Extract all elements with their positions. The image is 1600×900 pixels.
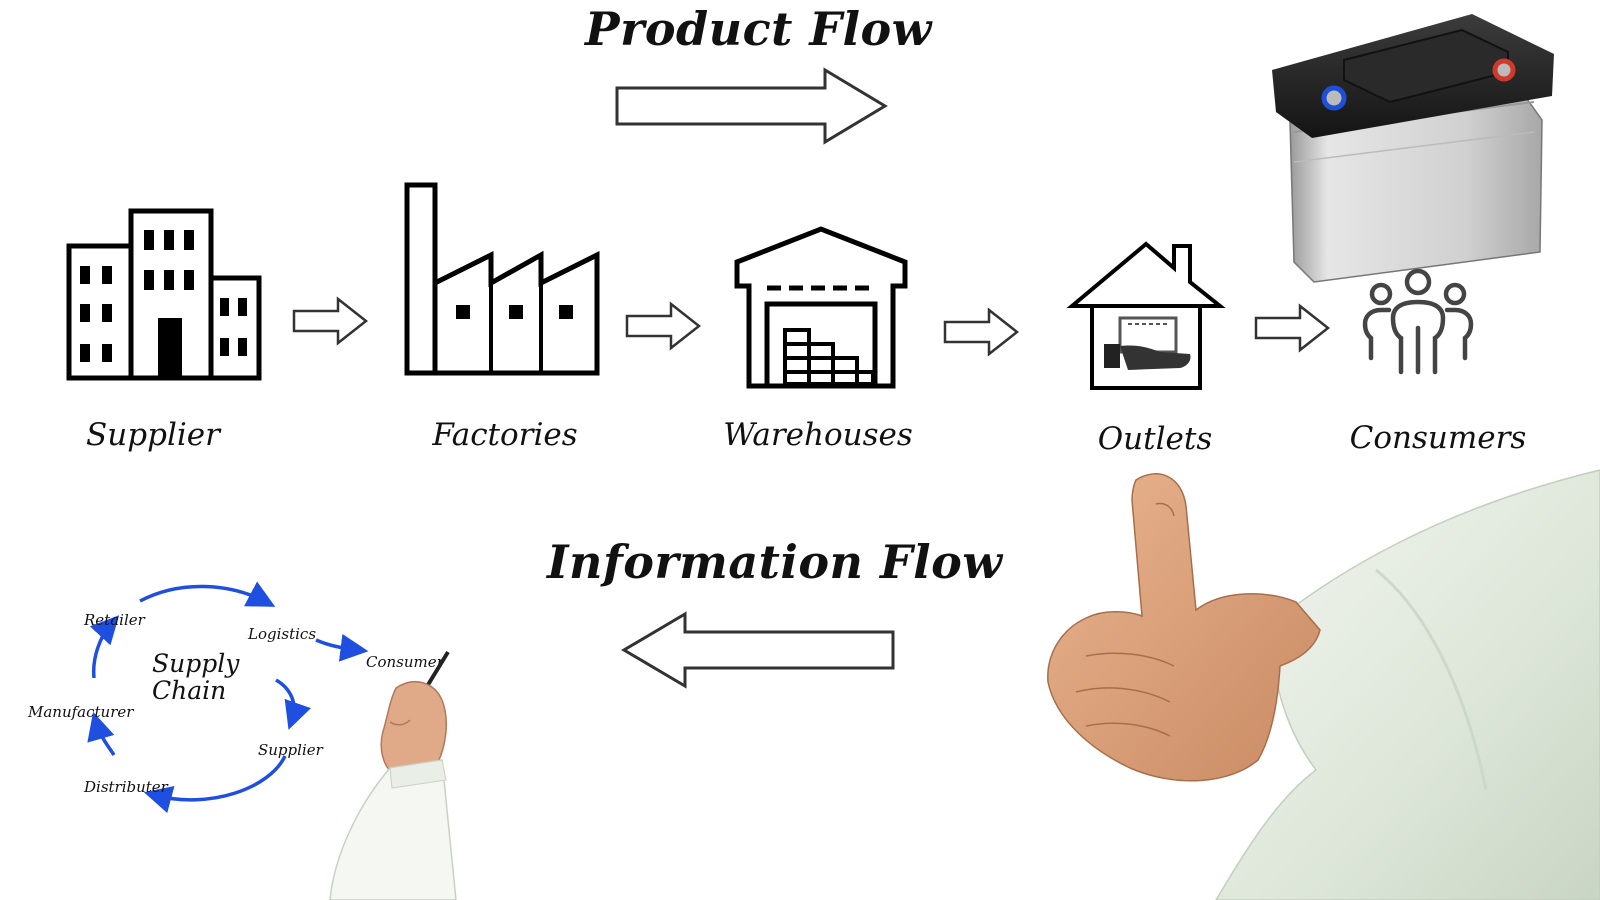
flow-arrow-1 [292,296,369,346]
outlet-store-icon [1066,241,1226,390]
flow-arrow-3 [943,307,1020,357]
cycle-node-distributer: Distributer [84,778,168,796]
factory-icon [404,182,600,376]
pointing-hand-image [1047,469,1600,900]
supply-chain-cycle-arrows [87,581,369,814]
warehouse-icon [734,226,908,389]
flow-arrow-2 [625,301,702,351]
stage-label-outlets: Outlets [1097,421,1213,457]
stage-label-factories: Factories [432,417,578,453]
cycle-node-retailer: Retailer [84,611,145,629]
information-flow-title: Information Flow [547,535,1003,589]
supply-chain-center-title: Supply Chain [152,650,239,704]
cycle-node-supplier: Supplier [258,741,323,759]
cycle-node-manufacturer: Manufacturer [28,703,134,721]
information-flow-arrow [621,611,895,689]
writing-hand-image [329,650,457,900]
product-flow-title: Product Flow [585,2,932,56]
supply-chain-center-line2: Chain [152,676,227,705]
stage-label-warehouses: Warehouses [723,417,913,453]
flow-arrow-4 [1254,303,1331,353]
cycle-node-logistics: Logistics [248,625,317,643]
stage-label-consumers: Consumers [1349,420,1527,456]
office-buildings-icon [66,208,262,381]
car-battery-image [1272,14,1554,283]
stage-label-supplier: Supplier [86,417,220,453]
product-flow-arrow [615,67,888,145]
cycle-node-consumer: Consumer [366,653,444,671]
supply-chain-center-line1: Supply [152,649,240,678]
people-group-icon [1362,268,1474,375]
